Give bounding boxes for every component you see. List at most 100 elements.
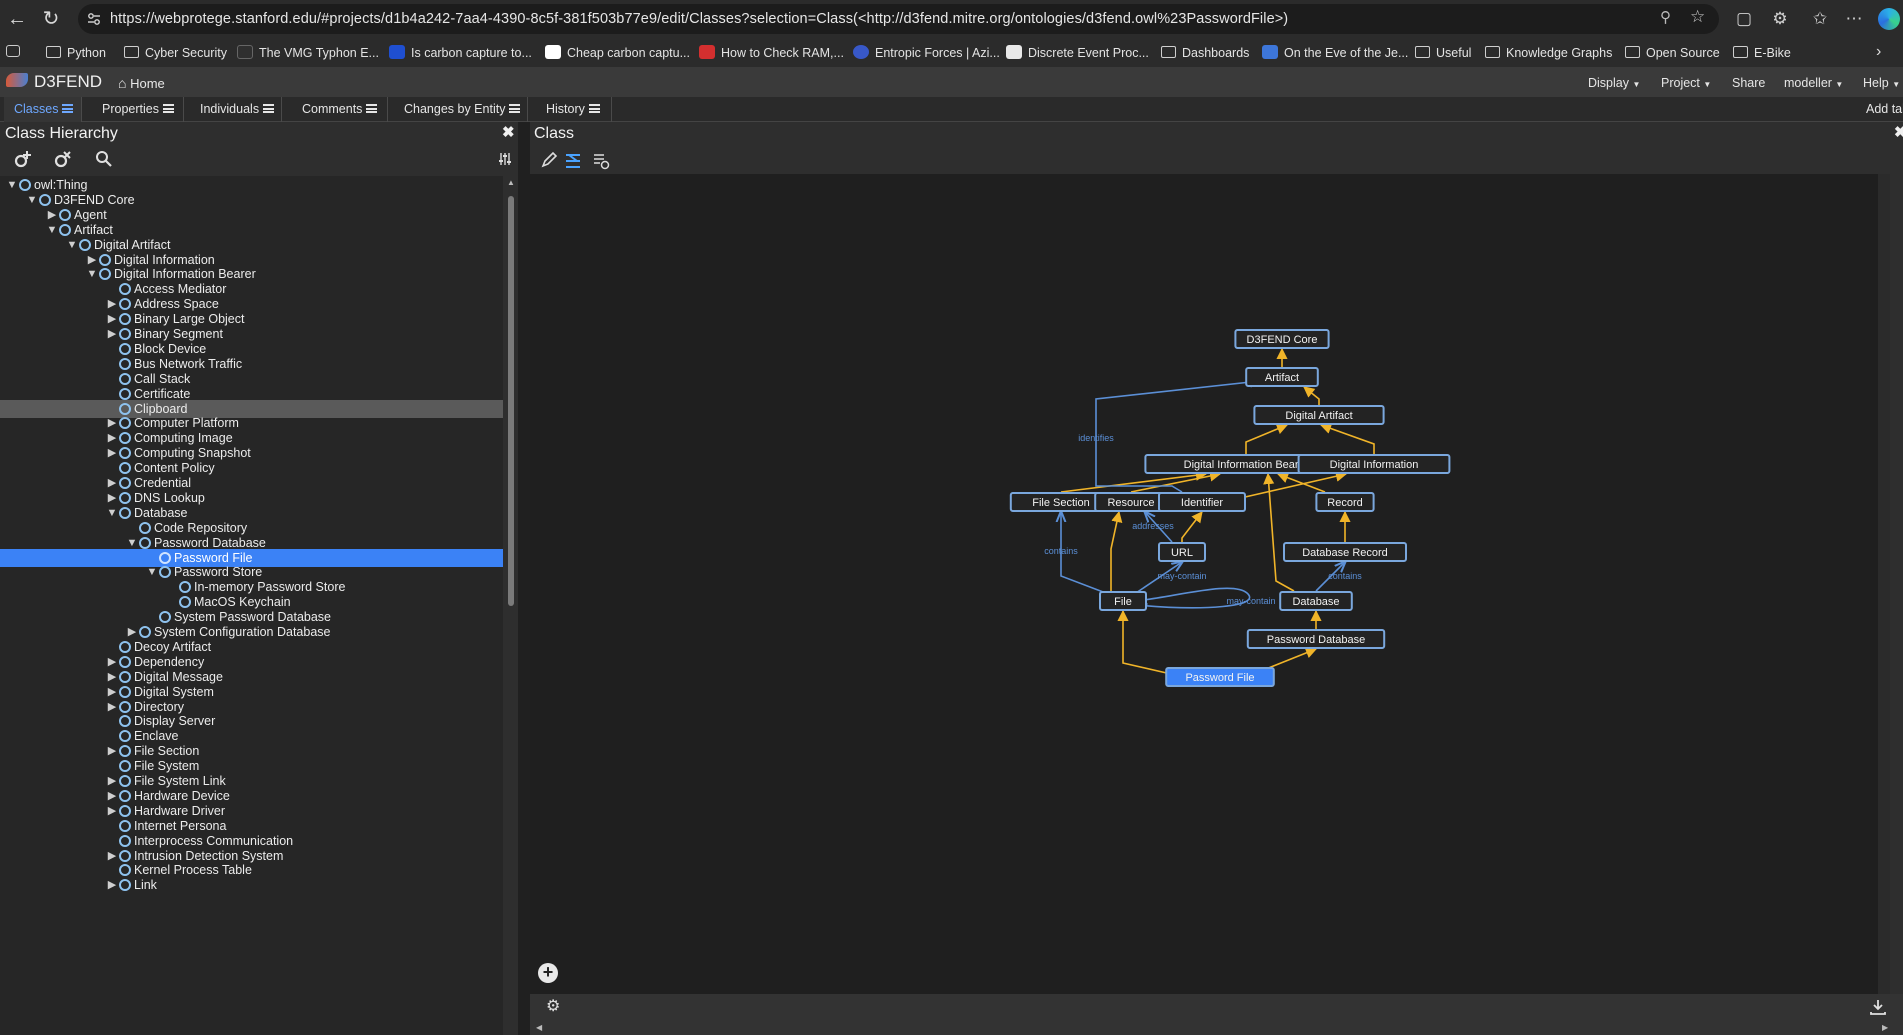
collapsed-caret-icon[interactable]: ▶ [107,745,117,758]
gear-icon[interactable]: ⚙ [546,998,561,1015]
collapsed-caret-icon[interactable]: ▶ [107,685,117,698]
expanded-caret-icon[interactable]: ▼ [66,238,78,251]
expanded-caret-icon[interactable]: ▼ [26,193,38,206]
user-menu[interactable]: modeller ▼ [1784,76,1844,90]
tree-row[interactable]: ▶Digital System [0,683,503,701]
copilot-icon[interactable] [1878,8,1900,30]
tree-row[interactable]: Code Repository [0,519,503,537]
tree-row[interactable]: ▶Hardware Device [0,787,503,805]
collapsed-caret-icon[interactable]: ▶ [107,313,117,326]
collapsed-caret-icon[interactable]: ▶ [107,655,117,668]
expanded-caret-icon[interactable]: ▼ [6,179,18,191]
graph-node-url[interactable]: URL [1158,542,1206,562]
menu-icon[interactable] [509,104,521,113]
bookmark-folder[interactable]: Cyber Security [124,44,227,62]
tree-row[interactable]: ▶Agent [0,206,503,224]
tree-row[interactable]: Password File [0,548,503,567]
home-link[interactable]: ⌂ Home [118,75,165,91]
tree-row[interactable]: System Password Database [0,608,503,626]
tab-individuals[interactable]: Individuals [190,97,282,122]
menu-icon[interactable] [366,104,378,113]
download-icon[interactable] [1869,998,1887,1016]
bookmark-folder[interactable]: Dashboards [1161,44,1249,62]
tab-properties[interactable]: Properties [92,97,184,122]
bookmark-folder[interactable]: E-Bike [1733,44,1791,62]
bookmark-link[interactable]: How to Check RAM,... [699,44,844,62]
tree-row[interactable]: ▶Link [0,876,503,894]
add-tab-button[interactable]: Add tal [1866,102,1903,116]
tree-row[interactable]: ▶Address Space [0,295,503,313]
reload-icon[interactable]: ↻ [42,8,60,30]
tree-row[interactable]: Content Policy [0,459,503,477]
scrollbar-thumb[interactable] [508,196,514,606]
search-icon[interactable] [95,150,113,168]
scroll-left-icon[interactable]: ◀ [536,1023,543,1032]
tab-comments[interactable]: Comments [292,97,388,122]
collapsed-caret-icon[interactable]: ▶ [107,477,117,489]
tab-history[interactable]: History [536,97,612,122]
project-menu[interactable]: Project ▼ [1661,76,1712,90]
tree-row[interactable]: In-memory Password Store [0,578,503,596]
tree-row[interactable]: ▶Digital Information [0,251,503,269]
tree-row[interactable]: ▶File System Link [0,772,503,790]
tree-row[interactable]: ▼Digital Artifact [0,236,503,254]
tree-row[interactable]: ▶Computer Platform [0,414,503,432]
tree-row[interactable]: Certificate [0,385,503,403]
extensions-icon[interactable]: ⚙ [1772,9,1788,28]
create-class-icon[interactable] [12,149,34,169]
expanded-caret-icon[interactable]: ▼ [46,223,58,236]
tree-row[interactable]: ▶File Section [0,742,503,760]
collapsed-caret-icon[interactable]: ▶ [107,298,117,311]
bookmark-folder[interactable]: Python [46,44,106,62]
tree-row[interactable]: MacOS Keychain [0,593,503,611]
tree-row[interactable]: ▶Binary Large Object [0,310,503,328]
graph-view-icon[interactable] [563,149,583,171]
tree-row[interactable]: ▶Credential [0,474,503,492]
scroll-up-icon[interactable]: ▲ [507,178,515,187]
edit-pencil-icon[interactable] [540,151,558,169]
collapsed-caret-icon[interactable]: ▶ [107,447,117,460]
collapsed-caret-icon[interactable]: ▶ [107,849,117,862]
tree-row[interactable]: ▶Hardware Driver [0,802,503,820]
expanded-caret-icon[interactable]: ▼ [106,506,118,519]
expanded-caret-icon[interactable]: ▼ [146,566,158,579]
bookmark-link[interactable]: Entropic Forces | Azi... [853,44,1000,62]
expanded-caret-icon[interactable]: ▼ [86,268,98,281]
collapsed-caret-icon[interactable]: ▶ [107,789,117,802]
chevron-right-icon[interactable]: › [1876,43,1882,60]
key-icon[interactable]: ⚲ [1660,9,1671,26]
graph-node-digital-information[interactable]: Digital Information [1297,454,1451,474]
collections-icon[interactable] [6,45,20,57]
tree-row[interactable]: Internet Persona [0,817,503,835]
tree-row[interactable]: ▼Artifact [0,221,503,239]
tree-row[interactable]: ▼owl:Thing [0,176,503,194]
collapsed-caret-icon[interactable]: ▶ [47,208,57,221]
graph-node-resource[interactable]: Resource [1094,492,1168,512]
collapsed-caret-icon[interactable]: ▶ [107,775,117,787]
collapsed-caret-icon[interactable]: ▶ [107,432,117,445]
delete-class-icon[interactable] [52,149,74,169]
tree-row[interactable]: ▶Computing Image [0,429,503,447]
zoom-in-button[interactable]: + [538,963,558,983]
reading-view-icon[interactable]: ▢ [1735,9,1753,28]
bookmark-folder[interactable]: Useful [1415,44,1471,62]
tree-row[interactable]: ▼Password Database [0,534,503,552]
menu-icon[interactable] [62,104,74,113]
tree-row[interactable]: ▼D3FEND Core [0,191,503,209]
collapsed-caret-icon[interactable]: ▶ [107,670,117,683]
close-icon[interactable]: ✖ [1894,124,1903,141]
tree-row[interactable]: Enclave [0,727,503,745]
bookmark-link[interactable]: Is carbon capture to... [389,44,532,62]
tab-classes[interactable]: Classes [4,97,82,122]
tree-row[interactable]: Interprocess Communication [0,832,503,850]
graph-scrollbar-vertical[interactable] [1878,174,1890,994]
tree-row[interactable]: Access Mediator [0,280,503,298]
bookmark-folder[interactable]: Open Source [1625,44,1720,62]
graph-node-d3fend-core[interactable]: D3FEND Core [1234,329,1330,349]
bookmark-link[interactable]: Cheap carbon captu... [545,44,690,62]
bookmark-link[interactable]: On the Eve of the Je... [1262,44,1408,62]
url-text[interactable]: https://webprotege.stanford.edu/#project… [110,11,1289,27]
collapsed-caret-icon[interactable]: ▶ [107,328,117,340]
site-info-icon[interactable] [87,12,101,26]
